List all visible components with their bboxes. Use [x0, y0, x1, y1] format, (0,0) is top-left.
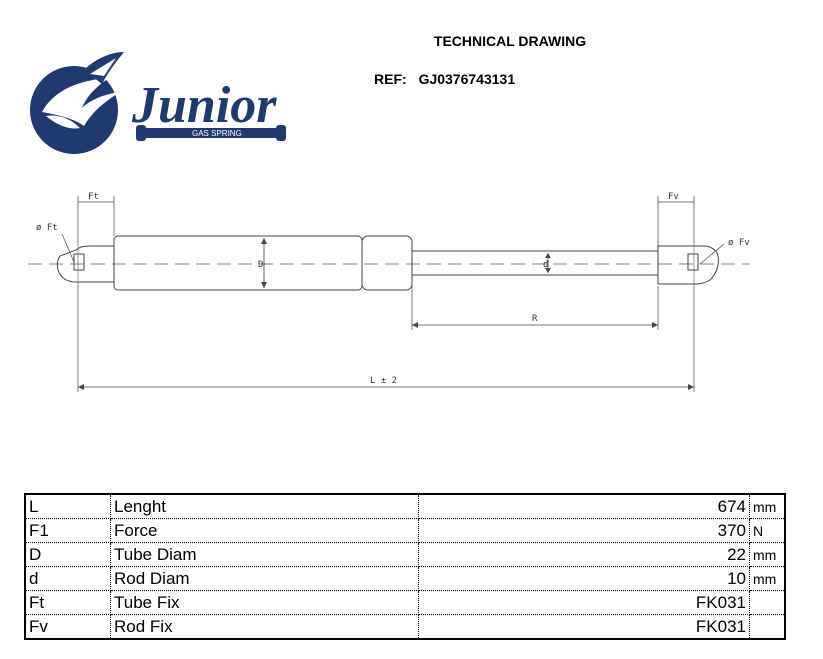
spec-symbol: L [24, 493, 111, 519]
spec-unit: mm [749, 542, 786, 567]
rod-diameter-label: d [543, 260, 548, 270]
document-title: TECHNICAL DRAWING [433, 33, 587, 49]
phi-fv-label: ø Fv [728, 238, 750, 248]
spec-symbol: Fv [24, 614, 111, 640]
spec-value: FK031 [418, 614, 750, 640]
table-row: D Tube Diam 22 mm [24, 542, 786, 567]
tube-end-fitting [56, 244, 114, 284]
table-row: d Rod Diam 10 mm [24, 566, 786, 591]
ref-value: GJ0376743131 [418, 71, 516, 87]
spec-symbol: F1 [24, 518, 111, 543]
length-label: L ± 2 [370, 376, 397, 386]
spec-name: Rod Diam [110, 566, 419, 591]
spec-value: FK031 [418, 590, 750, 615]
spec-symbol: D [24, 542, 111, 567]
spec-value: 10 [418, 566, 750, 591]
logo-brand: Junior [131, 77, 277, 134]
specification-table: L Lenght 674 mm F1 Force 370 N D Tube Di… [24, 493, 786, 640]
junior-logo: Junior GAS SPRING [30, 52, 286, 154]
gas-spring-drawing: D d Ft Fv ø Ft ø Fv R L ± 2 [28, 192, 750, 392]
logo-tagline: GAS SPRING [192, 129, 242, 138]
spec-value: 674 [418, 493, 750, 519]
ft-dimension-label: Ft [88, 192, 99, 202]
eagle-icon [30, 52, 124, 154]
spec-name: Force [110, 518, 419, 543]
spec-value: 22 [418, 542, 750, 567]
spec-unit: mm [749, 493, 786, 519]
table-row: F1 Force 370 N [24, 518, 786, 543]
tube-collar [361, 235, 413, 291]
table-row: L Lenght 674 mm [24, 493, 786, 519]
table-row: Ft Tube Fix FK031 [24, 590, 786, 615]
piston-rod [411, 250, 659, 276]
stroke-label: R [532, 314, 538, 324]
spec-name: Lenght [110, 493, 419, 519]
spec-name: Tube Fix [110, 590, 419, 615]
reference: REF: GJ0376743131 [374, 71, 515, 87]
rod-end-fitting [657, 244, 719, 286]
spec-unit [749, 590, 786, 615]
table-row: Fv Rod Fix FK031 [24, 614, 786, 640]
tube-diameter-label: D [258, 260, 263, 270]
tube-body [113, 235, 363, 291]
fv-dimension-label: Fv [668, 192, 679, 202]
spec-unit: N [749, 518, 786, 543]
spec-unit [749, 614, 786, 640]
spec-value: 370 [418, 518, 750, 543]
phi-ft-label: ø Ft [36, 223, 58, 233]
spec-name: Tube Diam [110, 542, 419, 567]
spec-symbol: d [24, 566, 111, 591]
spec-name: Rod Fix [110, 614, 419, 640]
spec-symbol: Ft [24, 590, 111, 615]
ref-label: REF: [374, 71, 407, 87]
spec-unit: mm [749, 566, 786, 591]
